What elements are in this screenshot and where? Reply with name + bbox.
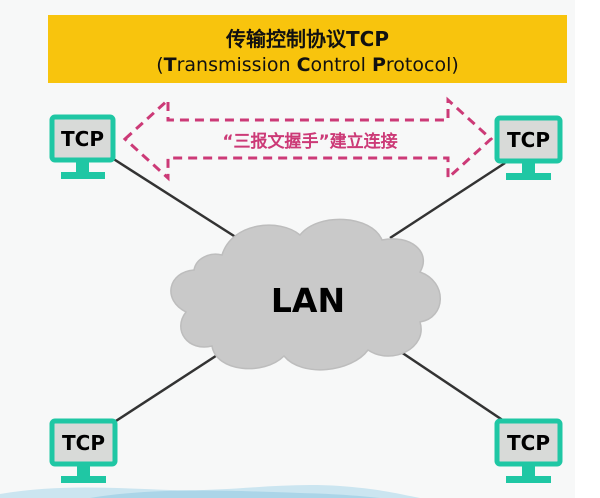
handshake-label: “三报文握手”建立连接 (222, 132, 398, 152)
tcp-computer-bottom-left: TCP (49, 418, 118, 483)
link-top-left (111, 156, 246, 245)
tcp-computer-top-left: TCP (49, 114, 116, 179)
tcp-computer-bottom-right: TCP (494, 418, 563, 483)
lan-cloud-icon (170, 218, 441, 371)
link-top-right (389, 161, 506, 240)
title-main: 传输控制协议TCP (226, 27, 389, 51)
subtitle-close-paren: ) (451, 54, 459, 76)
node-label: TCP (507, 128, 550, 152)
slide-edge (575, 0, 600, 498)
lan-label: LAN (270, 281, 346, 320)
node-label: TCP (507, 431, 550, 455)
subtitle-initial-p: P (371, 54, 386, 76)
node-label: TCP (61, 127, 104, 151)
tcp-computer-top-right: TCP (494, 115, 563, 180)
subtitle-initial-c: C (296, 54, 311, 76)
handshake-double-arrow (122, 96, 494, 182)
subtitle-initial-t: T (163, 54, 177, 76)
bottom-wave-decoration (0, 485, 420, 498)
subtitle-word-transmission: ransmission (176, 54, 297, 76)
title-banner: 传输控制协议TCP (Transmission Control Protocol… (48, 15, 567, 83)
link-bottom-right (394, 346, 511, 427)
subtitle-word-protocol: rotocol (385, 54, 452, 76)
node-label: TCP (62, 431, 105, 455)
subtitle-open-paren: ( (156, 54, 164, 76)
subtitle-word-control: ontrol (310, 54, 372, 76)
title-subtitle: (Transmission Control Protocol) (48, 54, 567, 76)
link-bottom-left (101, 348, 226, 432)
